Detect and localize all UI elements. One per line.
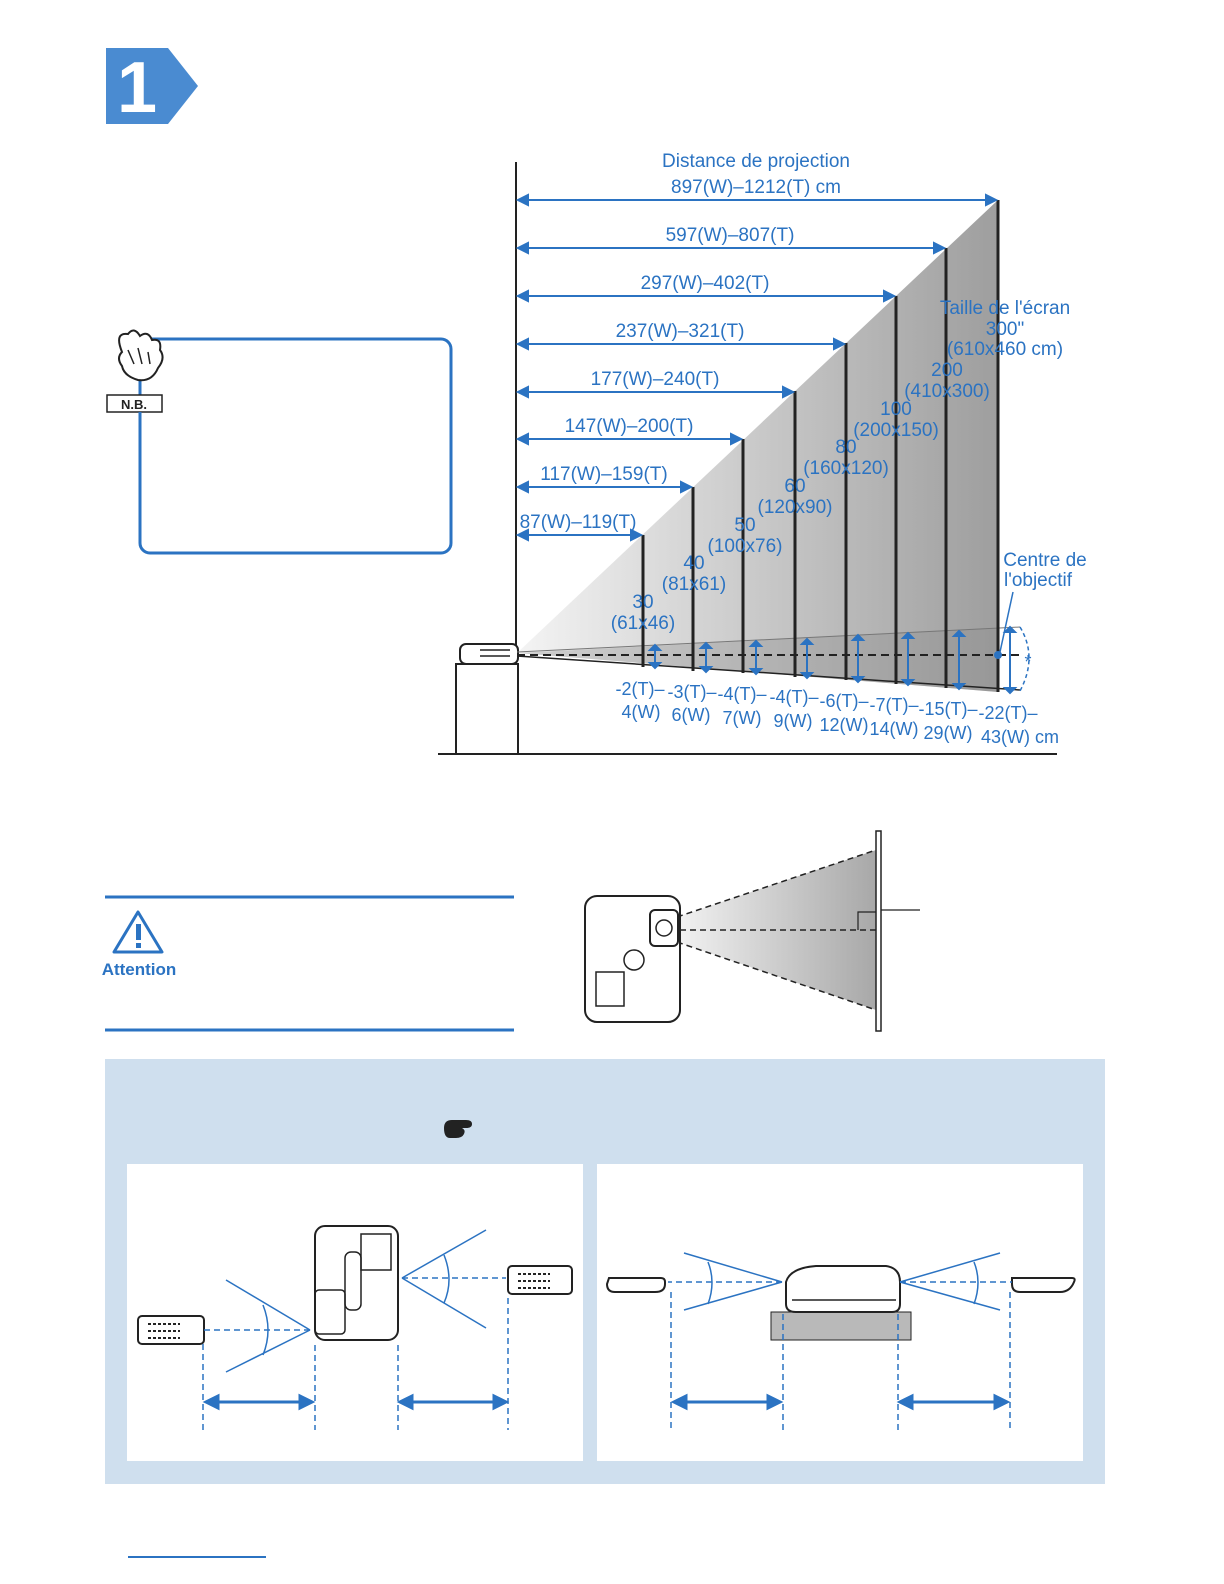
offset-arrows [647, 625, 1018, 695]
offset-asterisk: * [1024, 652, 1031, 672]
step-badge: 1 [106, 48, 198, 128]
offset-top-50: -4(T)– [718, 684, 767, 704]
distance-label-200: 597(W)–807(T) [666, 225, 795, 246]
screen-size-300-diag: 300" [986, 319, 1024, 340]
offset-top-100: -7(T)– [870, 695, 919, 715]
lens-centre-label-1: Centre de [1003, 550, 1086, 571]
projection-distance-diagram: Distance de projection 897(W)–1212(T) cm… [438, 151, 1087, 755]
projector-table [455, 663, 519, 755]
offset-top-300: -22(T)– [978, 703, 1037, 723]
nb-label: N.B. [121, 397, 147, 412]
side-view-table [770, 1311, 912, 1341]
screen-size-60-dims: (120x90) [758, 497, 833, 518]
offset-bottom-60: 9(W) [774, 711, 813, 731]
remote-top-view-diagram [137, 1225, 573, 1430]
screen-size-50-diag: 50 [734, 515, 755, 536]
top-view-screen [875, 830, 882, 1032]
offset-top-40: -3(T)– [668, 682, 717, 702]
screen-size-40-dims: (81x61) [662, 574, 726, 595]
screen-size-100-diag: 100 [880, 399, 912, 420]
screen-size-80-diag: 80 [835, 437, 856, 458]
distance-title: Distance de projection [662, 151, 850, 172]
lens-centre-label-2: l'objectif [1004, 570, 1073, 591]
distance-label-60: 177(W)–240(T) [591, 369, 720, 390]
screen-size-40-diag: 40 [683, 553, 704, 574]
distance-label-100: 297(W)–402(T) [641, 273, 770, 294]
offset-top-80: -6(T)– [820, 691, 869, 711]
distance-label-50: 147(W)–200(T) [565, 416, 694, 437]
offset-bottom-30: 4(W) [622, 702, 661, 722]
remote-control-right-icon [507, 1265, 573, 1295]
projector-top-icon-small [314, 1225, 399, 1341]
screen-size-30-dims: (61x46) [611, 613, 675, 634]
offset-top-30: -2(T)– [616, 679, 665, 699]
distance-label-30: 87(W)–119(T) [520, 512, 637, 533]
projector-side-icon-small [785, 1265, 901, 1313]
offset-bottom-40: 6(W) [672, 705, 711, 725]
offset-top-200: -15(T)– [918, 699, 977, 719]
top-view-projector-diagram [584, 830, 920, 1032]
projector-side-icon [459, 643, 519, 665]
screen-size-title: Taille de l'écran [940, 298, 1070, 319]
step-number: 1 [117, 48, 157, 128]
distance-arrows [515, 193, 999, 542]
offset-top-60: -4(T)– [770, 687, 819, 707]
pointing-hand-icon [444, 1120, 472, 1138]
lens-centre-dot [994, 651, 1002, 659]
projection-beam [517, 200, 998, 692]
offset-bottom-200: 29(W) [924, 723, 973, 743]
screen-size-200-dims: (410x300) [904, 381, 990, 402]
distance-label-40: 117(W)–159(T) [540, 464, 667, 485]
offset-bottom-100: 14(W) [870, 719, 919, 739]
screen-size-200-diag: 200 [931, 360, 963, 381]
screen-size-50-dims: (100x76) [708, 536, 783, 557]
screen-size-60-diag: 60 [784, 476, 805, 497]
screen-size-30-diag: 30 [632, 592, 653, 613]
screen-size-300-dims: (610x460 cm) [947, 339, 1063, 360]
offset-bottom-80: 12(W) [820, 715, 869, 735]
offset-bottom-50: 7(W) [723, 708, 762, 728]
remote-control-side-right-icon [1011, 1277, 1076, 1293]
screen-size-100-dims: (200x150) [853, 420, 939, 441]
nb-note-box: N.B. [106, 329, 453, 555]
projector-top-icon [584, 895, 681, 1023]
screen-lines [641, 200, 1000, 692]
top-view-beam [677, 850, 876, 1010]
offset-bottom-300: 43(W) cm [981, 727, 1059, 747]
attention-box: Attention [102, 895, 514, 1032]
warning-triangle-icon [112, 910, 164, 954]
attention-label: Attention [102, 960, 177, 979]
pointing-hand-nb-icon [118, 329, 164, 382]
distance-label-300: 897(W)–1212(T) cm [671, 177, 841, 198]
screen-size-80-dims: (160x120) [803, 458, 889, 479]
remote-control-side-left-icon [605, 1277, 666, 1293]
remote-control-left-icon [137, 1315, 205, 1345]
remote-side-view-diagram [605, 1252, 1076, 1430]
nb-label-box [106, 394, 163, 413]
distance-label-80: 237(W)–321(T) [616, 321, 745, 342]
